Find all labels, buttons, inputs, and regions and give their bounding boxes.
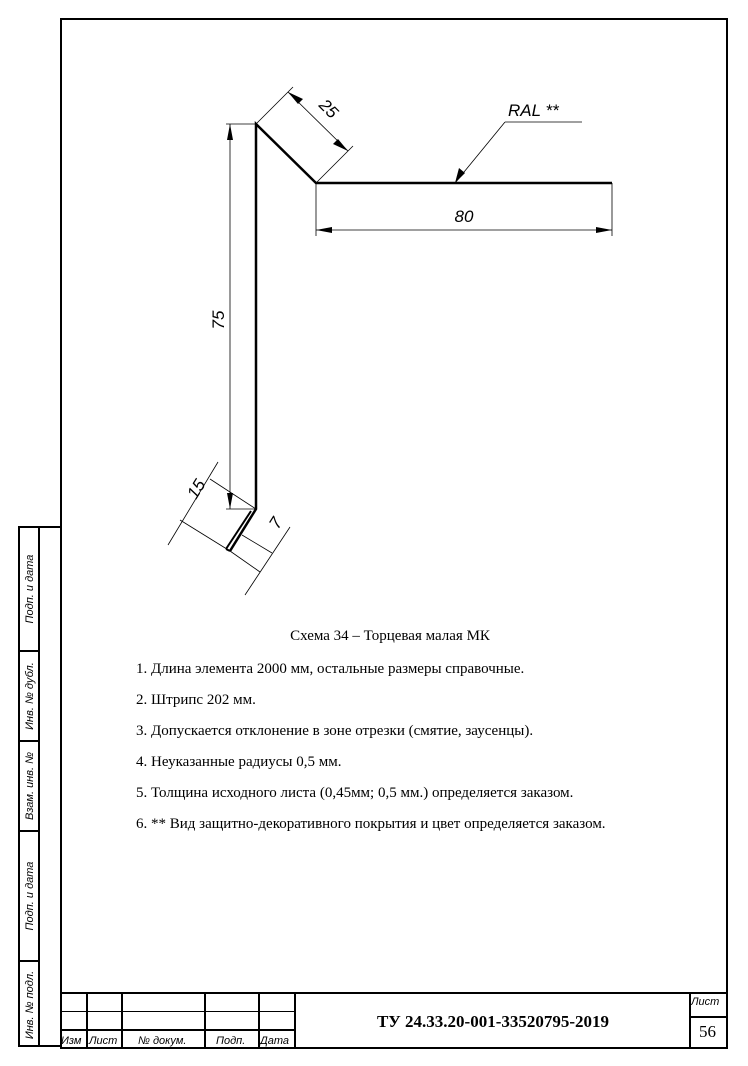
strip-cell: Подп. и дата bbox=[20, 528, 40, 652]
note: 6. ** Вид защитно-декоративного покрытия… bbox=[136, 816, 606, 832]
title-block: Изм Лист № докум. Подп. Дата ТУ 24.33.20… bbox=[60, 992, 726, 1049]
profile-line bbox=[228, 121, 612, 552]
strip-cell: Подп. и дата bbox=[20, 832, 40, 962]
dim-75: 75 bbox=[209, 310, 228, 329]
ral-label: RAL ** bbox=[508, 101, 560, 120]
figure-caption: Схема 34 – Торцевая малая МК bbox=[290, 628, 490, 644]
note: 3. Допускается отклонение в зоне отрезки… bbox=[136, 723, 534, 739]
note: 4. Неуказанные радиусы 0,5 мм. bbox=[136, 754, 342, 770]
note: 2. Штрипс 202 мм. bbox=[136, 692, 256, 708]
strip-cell: Взам. инв. № bbox=[20, 742, 40, 832]
sheet-number: 56 bbox=[699, 1022, 716, 1041]
strip-cell: Инв. № дубл. bbox=[20, 652, 40, 742]
dim-7: 7 bbox=[265, 514, 286, 533]
dim-80: 80 bbox=[455, 207, 474, 226]
note: 1. Длина элемента 2000 мм, остальные раз… bbox=[136, 661, 525, 677]
document-number: ТУ 24.33.20-001-33520795-2019 bbox=[376, 1011, 610, 1031]
note: 5. Толщина исходного листа (0,45мм; 0,5 … bbox=[136, 785, 574, 801]
drawing-frame bbox=[60, 18, 728, 1049]
dim-15: 15 bbox=[183, 476, 209, 503]
strip-divider bbox=[38, 526, 40, 1047]
sheet-label: Лист bbox=[691, 996, 720, 1008]
dim-25: 25 bbox=[314, 95, 342, 123]
